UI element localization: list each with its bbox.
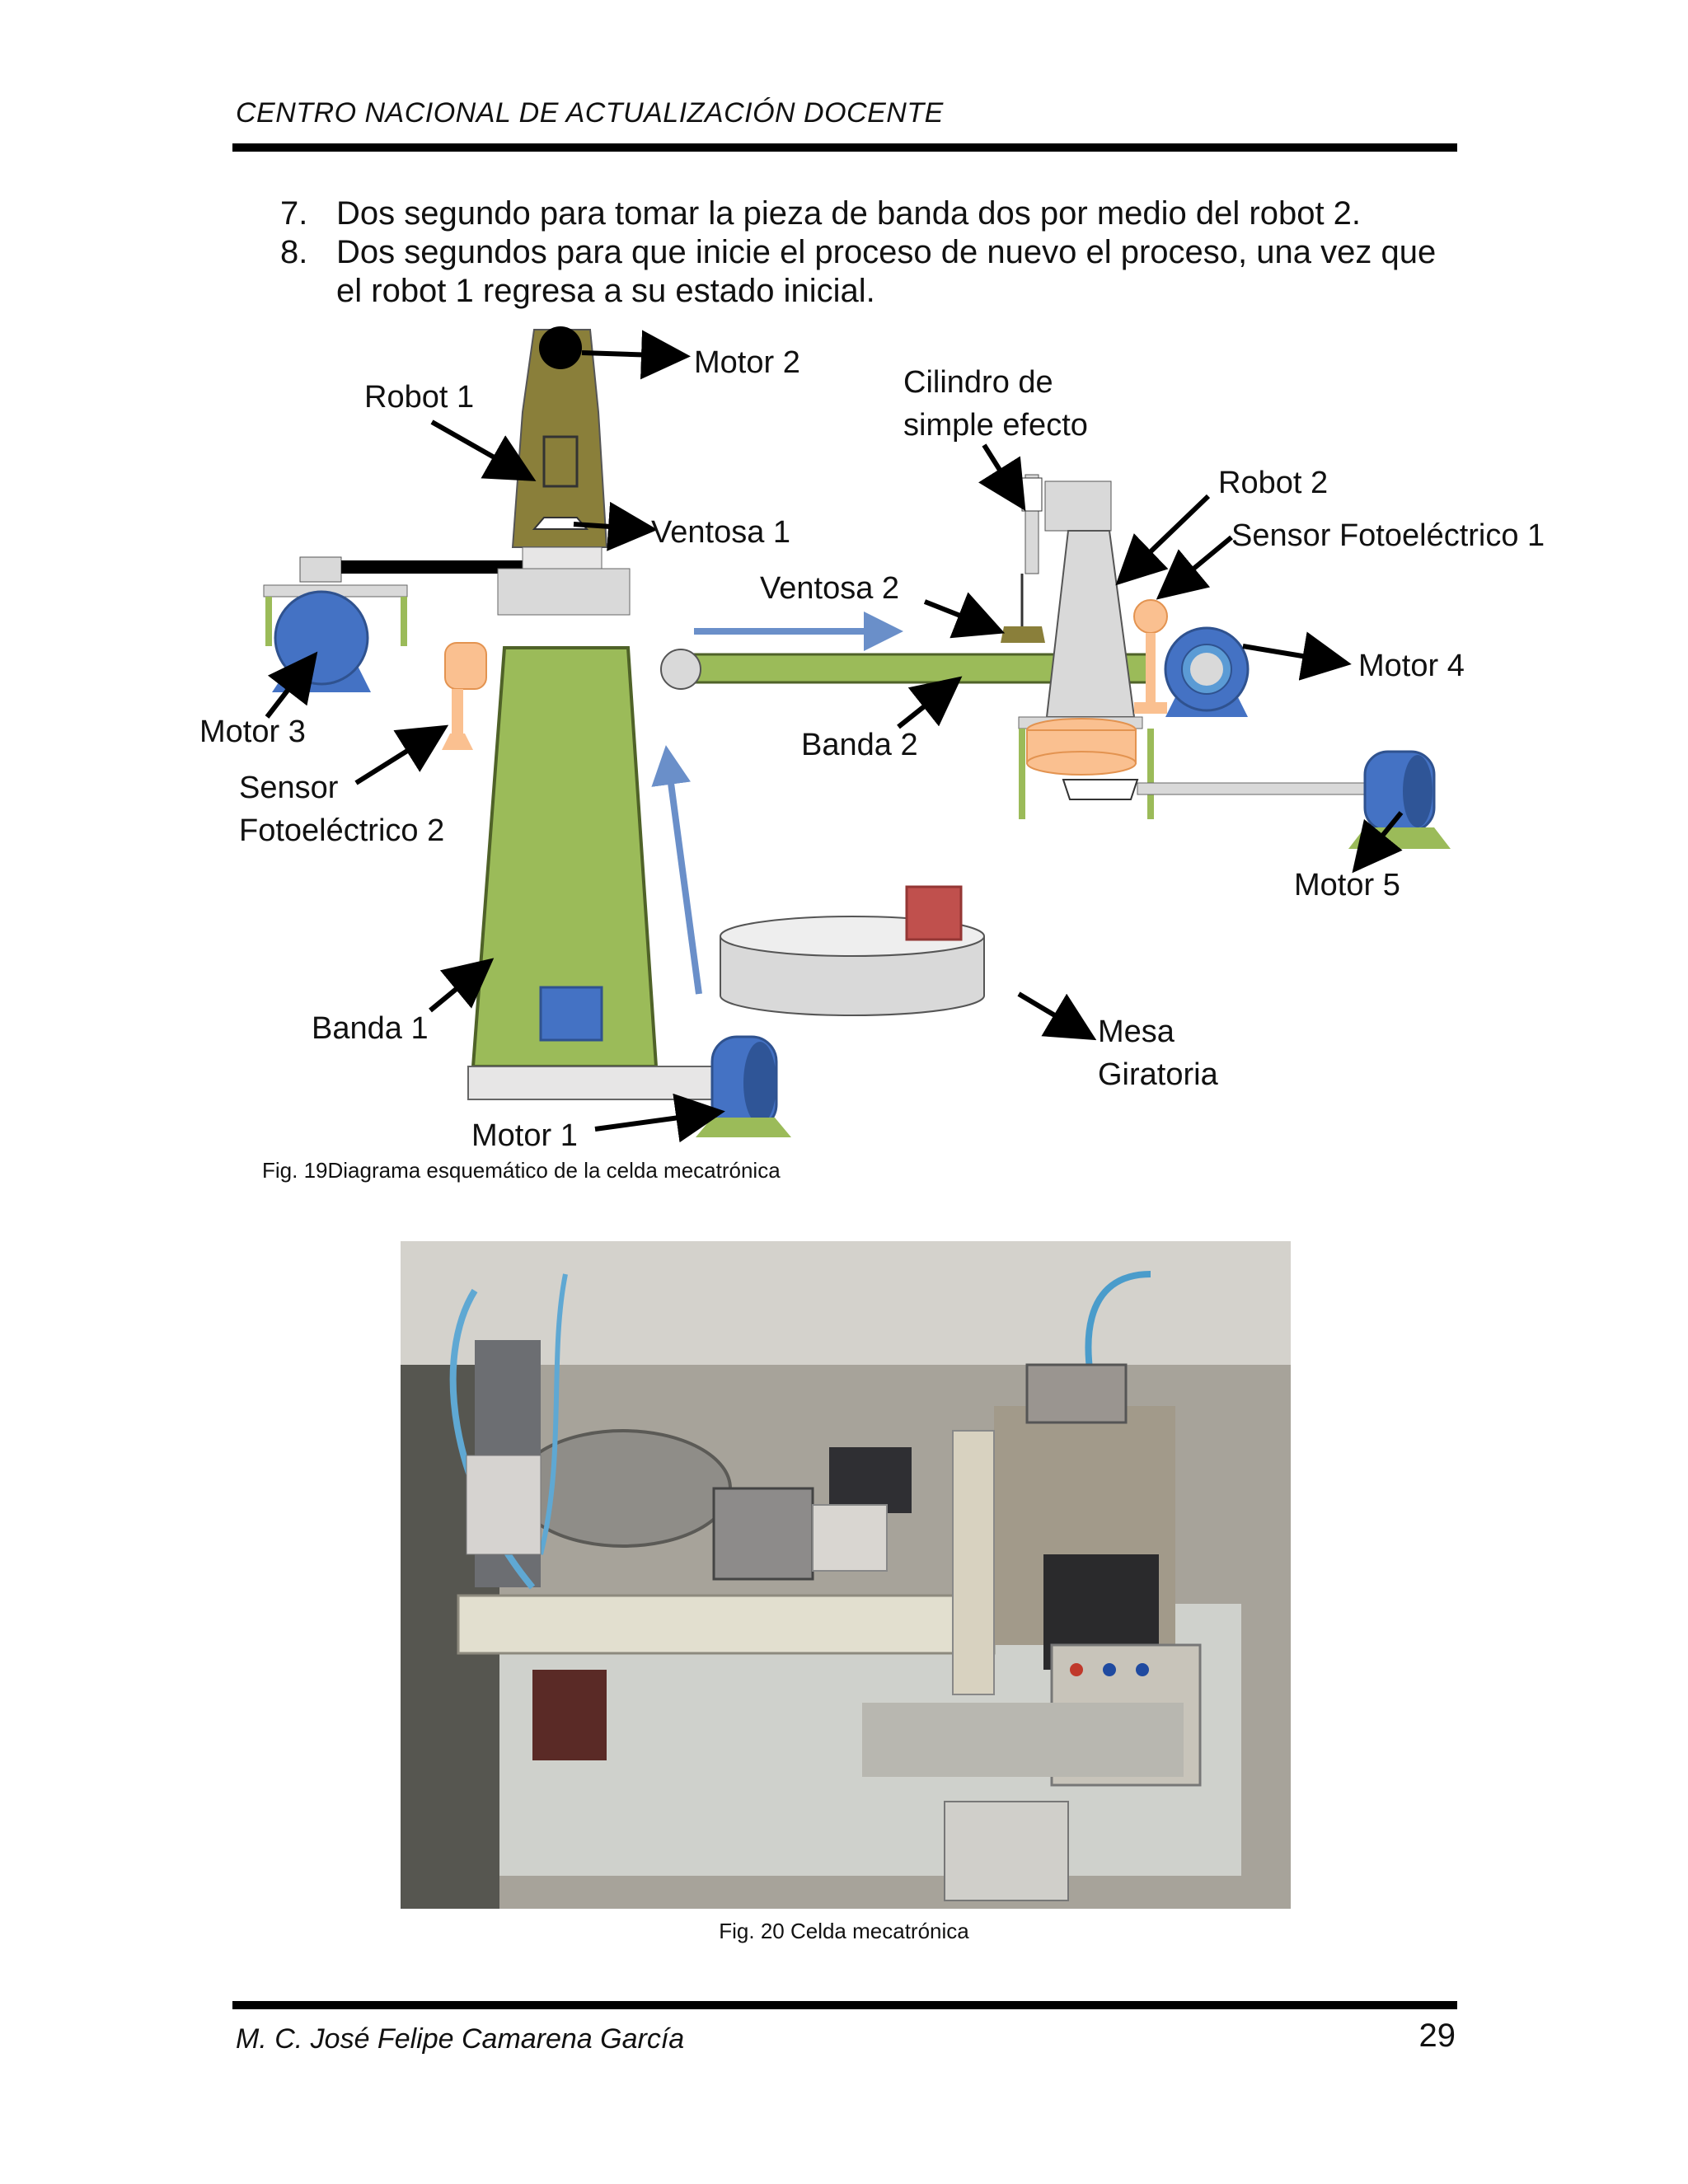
label-sensor2-line1: Sensor: [239, 771, 339, 805]
arrow-mesa: [1017, 991, 1097, 1041]
label-banda2: Banda 2: [801, 728, 918, 762]
page-number: 29: [1418, 2018, 1456, 2054]
arrow-sensor2: [354, 724, 449, 785]
list-item-number: 8.: [280, 234, 308, 270]
mechatronic-cell-photo: [401, 1241, 1291, 1909]
label-motor4: Motor 4: [1358, 649, 1465, 683]
arrow-ventosa1: [573, 501, 658, 551]
label-ventosa1: Ventosa 1: [651, 515, 790, 550]
flow-arrow-banda1: [651, 745, 702, 995]
label-cilindro-line2: simple efecto: [903, 408, 1088, 443]
arrow-cilindro: [978, 443, 1026, 512]
arrow-banda2: [897, 676, 963, 729]
arrow-motor2: [581, 330, 691, 380]
robot-1-shape: [497, 326, 631, 616]
label-banda1: Banda 1: [312, 1011, 429, 1046]
list-item-text: Dos segundos para que inicie el proceso …: [336, 234, 1437, 309]
arrow-motor5: [1352, 811, 1404, 874]
list-item-number: 7.: [280, 195, 308, 232]
figure-20-caption: Fig. 20 Celda mecatrónica: [719, 1919, 969, 1943]
arrow-motor3: [265, 651, 318, 719]
footer-rule: [232, 2001, 1457, 2009]
label-robot2: Robot 2: [1218, 466, 1328, 500]
arrow-banda1: [429, 958, 495, 1013]
figure-19-caption: Fig. 19Diagrama esquemático de la celda …: [262, 1158, 781, 1183]
motor-4-shape: [1164, 626, 1250, 717]
label-robot1: Robot 1: [364, 380, 474, 415]
footer-author: M. C. José Felipe Camarena García: [236, 2023, 685, 2055]
arrow-sensor1: [1156, 535, 1233, 600]
label-mesa-line1: Mesa: [1098, 1015, 1175, 1049]
label-motor1: Motor 1: [471, 1118, 578, 1153]
mechatronic-cell-diagram: Motor 2 Robot 1 Cilindro de simple efect…: [199, 326, 1545, 1153]
label-mesa-line2: Giratoria: [1098, 1057, 1219, 1092]
label-ventosa2: Ventosa 2: [760, 571, 899, 606]
step-list: 7. Dos segundo para tomar la pieza de ba…: [272, 194, 1467, 311]
arrow-robot2: [1115, 494, 1211, 586]
robot-2-shape: [1001, 474, 1451, 849]
list-item-text: Dos segundo para tomar la pieza de banda…: [336, 195, 1362, 232]
arrow-motor1: [594, 1093, 725, 1143]
arrow-motor4: [1242, 631, 1352, 681]
banda-1-shape: [467, 646, 791, 1137]
sensor-2-shape: [442, 642, 487, 750]
label-sensor1: Sensor Fotoeléctrico 1: [1231, 518, 1545, 553]
list-item: 7. Dos segundo para tomar la pieza de ba…: [272, 194, 1467, 233]
header-rule: [232, 143, 1457, 152]
label-sensor2-line2: Fotoeléctrico 2: [239, 813, 444, 848]
label-motor3: Motor 3: [199, 715, 306, 749]
sensor-1-shape: [1133, 599, 1168, 714]
mesa-giratoria-shape: [720, 885, 985, 1016]
label-cilindro-line1: Cilindro de: [903, 365, 1053, 400]
page-header-title: CENTRO NACIONAL DE ACTUALIZACIÓN DOCENTE: [236, 97, 944, 129]
arrow-robot1: [430, 419, 537, 481]
label-motor2: Motor 2: [694, 345, 800, 380]
arrow-ventosa2: [923, 592, 1006, 639]
list-item: 8. Dos segundos para que inicie el proce…: [272, 233, 1467, 311]
label-motor5: Motor 5: [1294, 868, 1400, 902]
